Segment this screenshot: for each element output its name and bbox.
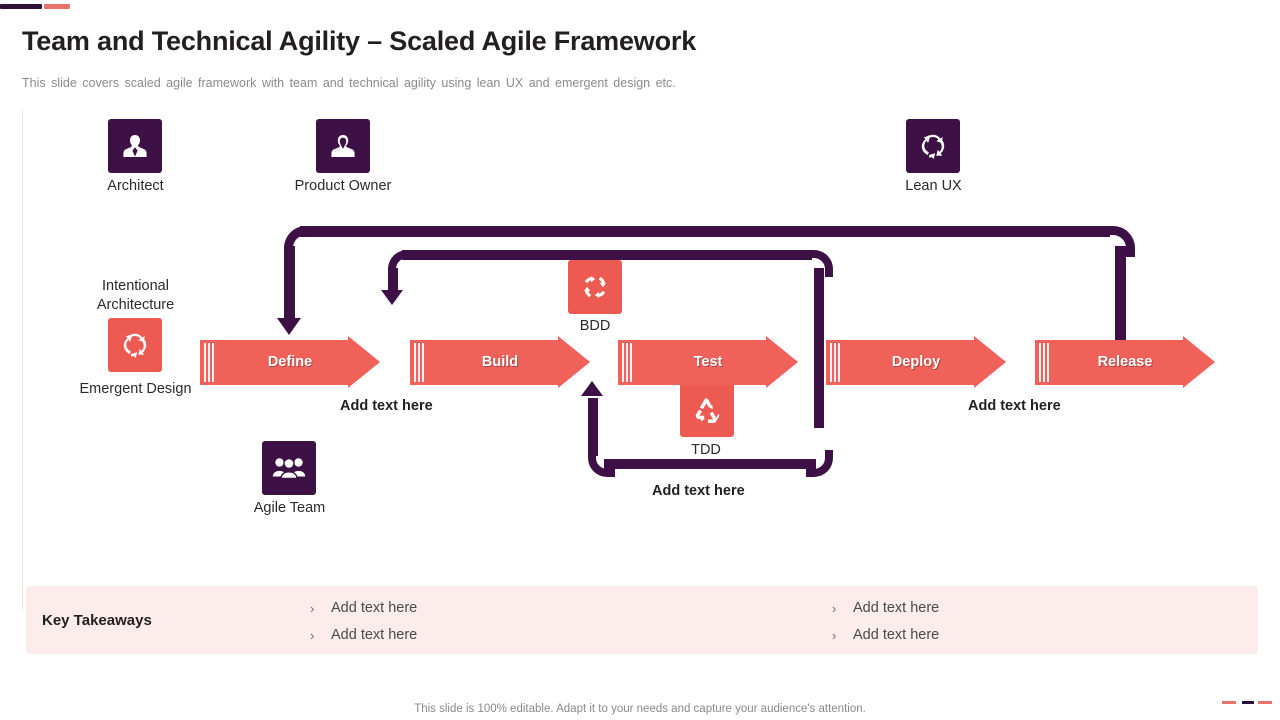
arrow-head <box>1183 336 1215 388</box>
inner-loop-corner-right <box>806 250 833 277</box>
arrow-head <box>348 336 380 388</box>
bdd-label: BDD <box>579 318 611 334</box>
decor-dash-3 <box>1258 701 1272 704</box>
arrow-body <box>1035 340 1183 385</box>
arrow-head <box>766 336 798 388</box>
arrow-stripes <box>1039 343 1050 382</box>
agile-team-icon-tile[interactable] <box>262 441 316 495</box>
bottom-loop-corner-right <box>806 450 833 477</box>
footer-note: This slide is 100% editable. Adapt it to… <box>414 703 866 715</box>
process-step-label: Release <box>1097 354 1153 370</box>
circular-arrows-icon <box>917 130 949 162</box>
key-takeaway-item[interactable]: Add text here <box>853 600 940 616</box>
bdd-icon-tile[interactable] <box>568 260 622 314</box>
decor-dash-1 <box>1222 701 1236 704</box>
process-step-deploy[interactable]: Deploy <box>826 336 1006 388</box>
left-guide-rule <box>22 110 23 610</box>
architecture-label: Architecture <box>96 297 175 313</box>
outer-loop-corner-right <box>1104 226 1135 257</box>
outer-loop-left-stem <box>284 246 295 321</box>
process-step-label: Build <box>481 354 519 370</box>
inner-loop-right-stem <box>814 268 824 428</box>
inner-loop-left-stem <box>388 268 398 293</box>
product-owner-label: Product Owner <box>294 178 392 194</box>
chevron-right-icon: › <box>310 628 315 643</box>
key-takeaways-title: Key Takeaways <box>42 612 152 629</box>
process-step-release[interactable]: Release <box>1035 336 1215 388</box>
process-step-build[interactable]: Build <box>410 336 590 388</box>
agile-team-label: Agile Team <box>253 500 326 516</box>
process-step-label: Deploy <box>891 354 941 370</box>
bottom-loop-left-stem <box>588 398 598 456</box>
tdd-label: TDD <box>691 442 721 458</box>
process-step-test[interactable]: Test <box>618 336 798 388</box>
decor-bar-salmon <box>44 4 70 9</box>
page-title: Team and Technical Agility – Scaled Agil… <box>22 26 697 56</box>
outer-loop-right-stem <box>1115 246 1126 361</box>
recycle-icon <box>692 395 723 426</box>
outer-loop-arrowhead <box>277 318 301 335</box>
arrow-body <box>410 340 558 385</box>
person-owner-icon <box>328 131 358 161</box>
arrow-stripes <box>622 343 633 382</box>
arrow-stripes <box>830 343 841 382</box>
key-takeaways-panel <box>26 586 1258 654</box>
person-architect-icon <box>120 131 150 161</box>
page-subtitle: This slide covers scaled agile framework… <box>22 76 676 90</box>
lean-ux-icon-tile[interactable] <box>906 119 960 173</box>
bottom-loop-base <box>604 459 816 469</box>
decor-bar-purple <box>0 4 42 9</box>
key-takeaway-item[interactable]: Add text here <box>853 627 940 643</box>
emergent-design-icon-tile[interactable] <box>108 318 162 372</box>
process-step-label: Define <box>267 354 313 370</box>
key-takeaway-item[interactable]: Add text here <box>331 627 418 643</box>
decor-dash-2 <box>1242 701 1254 704</box>
circular-arrows-icon <box>119 329 151 361</box>
tdd-icon-tile[interactable] <box>680 383 734 437</box>
lean-ux-label: Lean UX <box>905 178 962 194</box>
outer-loop-top <box>300 226 1110 237</box>
arrow-head <box>558 336 590 388</box>
process-step-define[interactable]: Define <box>200 336 380 388</box>
architect-label: Architect <box>107 178 164 194</box>
arrow-stripes <box>204 343 215 382</box>
inner-loop-corner-left <box>388 250 415 277</box>
outer-loop-corner-left <box>284 226 315 257</box>
product-owner-icon-tile[interactable] <box>316 119 370 173</box>
architect-icon-tile[interactable] <box>108 119 162 173</box>
inner-loop-top <box>402 250 812 260</box>
tdd-note: Add text here <box>652 483 745 499</box>
arrow-body <box>200 340 348 385</box>
people-group-icon <box>272 455 306 481</box>
chevron-right-icon: › <box>832 601 837 616</box>
chevron-right-icon: › <box>832 628 837 643</box>
arrow-stripes <box>414 343 425 382</box>
arrow-body <box>826 340 974 385</box>
chevron-right-icon: › <box>310 601 315 616</box>
emergent-design-label: Emergent Design <box>79 381 192 397</box>
bottom-loop-corner-left <box>588 450 615 477</box>
intentional-label: Intentional <box>102 278 169 294</box>
inner-loop-arrowhead <box>381 290 403 305</box>
four-arrow-cycle-icon <box>580 272 610 302</box>
key-takeaway-item[interactable]: Add text here <box>331 600 418 616</box>
arrow-body <box>618 340 766 385</box>
release-note: Add text here <box>968 398 1061 414</box>
arrow-head <box>974 336 1006 388</box>
define-note: Add text here <box>340 398 433 414</box>
process-step-label: Test <box>693 354 723 370</box>
